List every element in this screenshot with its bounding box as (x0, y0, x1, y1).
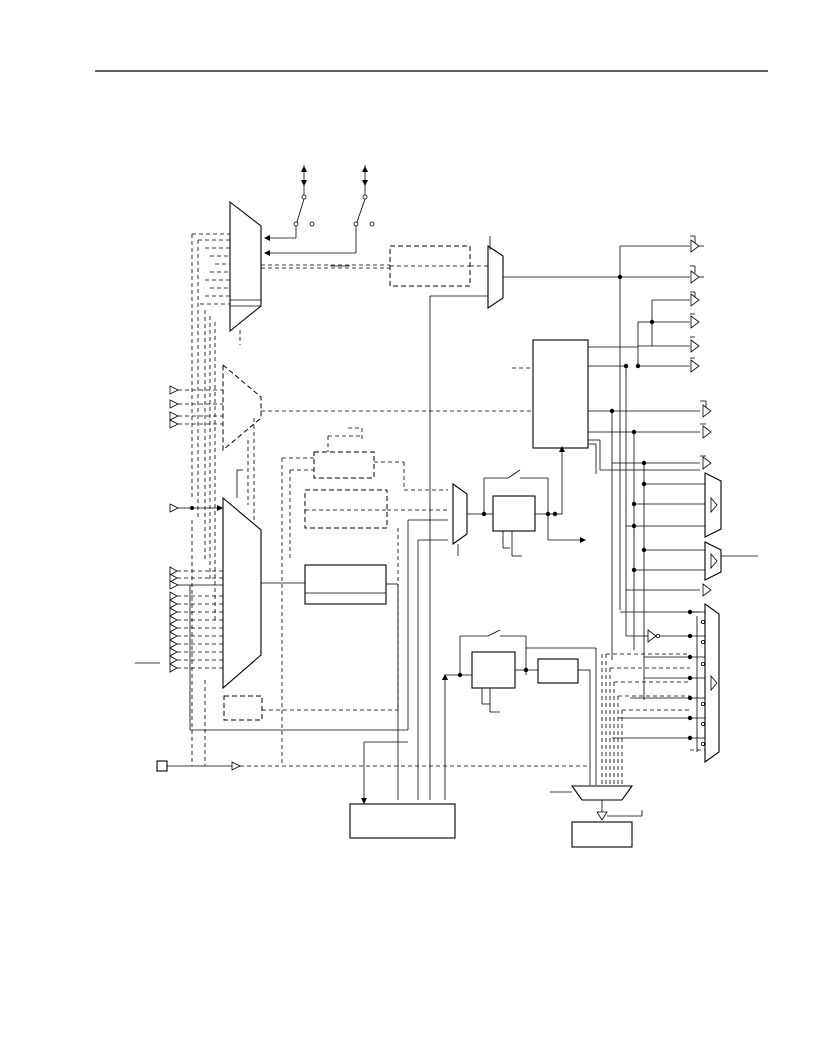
block-under-dashed-group (304, 564, 387, 605)
bottom-left-block (349, 803, 456, 839)
block-low-right (537, 658, 579, 684)
dashed-bus-bottom (601, 653, 690, 785)
input-buffers-left-top (169, 385, 223, 429)
dashed-register-top (389, 245, 471, 287)
dashed-block-small (313, 427, 375, 479)
main-input-mux (222, 496, 262, 690)
dashed-block-mid (304, 489, 388, 529)
right-vertical-bus (600, 366, 712, 700)
input-mux-left-top (229, 200, 262, 333)
dashed-block-bottom-left (223, 695, 263, 721)
mux-small-mid (452, 482, 468, 546)
input-pin-bottom (156, 760, 168, 772)
register-low (471, 651, 516, 689)
register-mid (492, 495, 536, 532)
mux-small-top (487, 244, 504, 310)
control-block-right (532, 339, 589, 449)
input-buffers-left-bottom (169, 566, 223, 673)
output-buffers-top (619, 235, 704, 610)
bottom-mux (570, 785, 634, 801)
dashed-bus-left (191, 233, 390, 620)
switch-group-top (264, 165, 375, 256)
bottom-output-block (571, 821, 633, 848)
dashed-mux-left (222, 363, 262, 452)
